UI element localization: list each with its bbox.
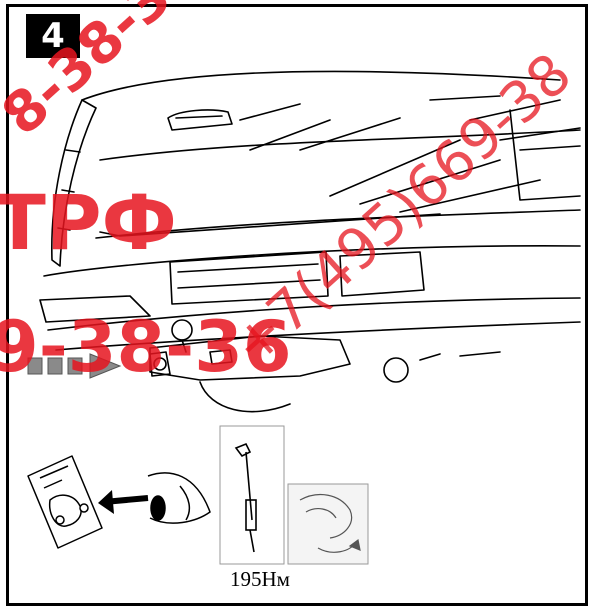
- dashed-arrow-right-icon: [27, 353, 122, 379]
- torque-value-label: 195Нм: [230, 567, 290, 591]
- instruction-manual-icon: [27, 455, 103, 549]
- vehicle-rear-tow-hitch-icon: [39, 70, 581, 413]
- torque-wrench-icon: [234, 442, 257, 553]
- hand-tighten-rotate-icon: [299, 493, 361, 553]
- eye-look-icon: [147, 472, 211, 524]
- step-number-badge: 4: [26, 14, 80, 58]
